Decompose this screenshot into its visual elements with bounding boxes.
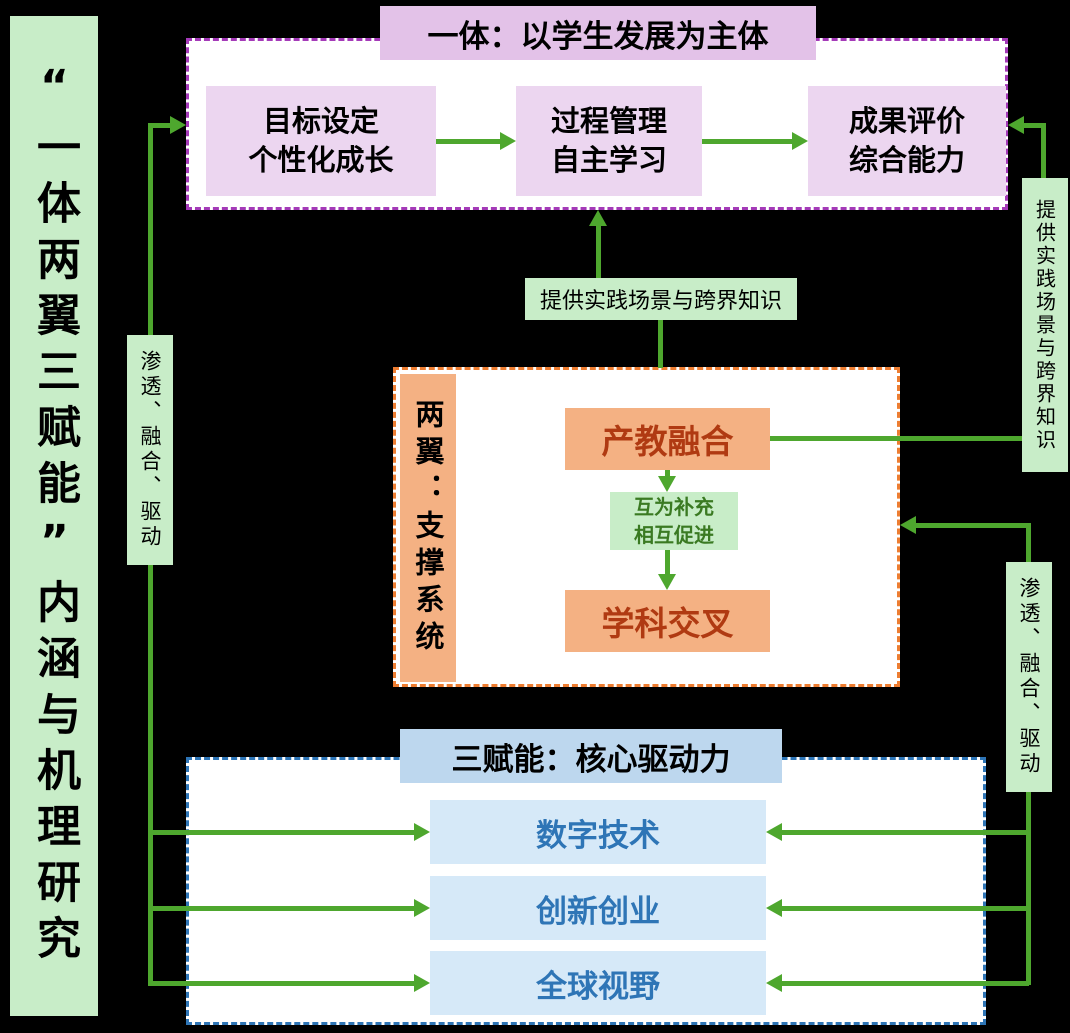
global-vision-label: 全球视野 xyxy=(536,968,660,1005)
connector-twowings-to-label xyxy=(658,320,663,368)
connector-right-into-global xyxy=(782,981,1029,986)
arrowhead-right-into-digital xyxy=(766,823,782,841)
main-title: “一体两翼三赋能”内涵与机理研究 xyxy=(29,61,80,971)
outcome-evaluation-line1: 成果评价 xyxy=(848,103,965,138)
arrowhead-left-into-digital xyxy=(414,823,430,841)
connector-into-twowings xyxy=(916,523,1029,528)
process-management-line2: 自主学习 xyxy=(550,143,667,177)
connector-label-to-onebody xyxy=(596,226,601,278)
practice-knowledge-label-horizontal: 提供实践场景与跨界知识 xyxy=(525,278,797,320)
outcome-evaluation-line2: 综合能力 xyxy=(848,143,965,177)
connector-right-into-innovation xyxy=(782,906,1029,911)
digital-technology-label: 数字技术 xyxy=(536,817,660,854)
permeate-right-text: 渗透、融合、驱动 xyxy=(1017,577,1041,777)
permeate-label-left: 渗透、融合、驱动 xyxy=(127,335,173,565)
connector-into-outcome xyxy=(1024,123,1044,128)
industry-education-label: 产教融合 xyxy=(601,422,734,461)
mutual-relation-line2: 相互促进 xyxy=(634,523,714,547)
arrowhead-right-into-innovation xyxy=(766,899,782,917)
process-management-box: 过程管理 自主学习 xyxy=(516,86,702,196)
mutual-relation-label: 互为补充 相互促进 xyxy=(610,492,738,550)
connector-goal-to-process xyxy=(436,139,502,144)
process-management-line1: 过程管理 xyxy=(550,103,667,138)
arrowhead-goal-to-process xyxy=(500,132,516,150)
arrowhead-label-to-onebody xyxy=(589,210,607,226)
connector-left-into-global xyxy=(148,981,414,986)
arrowhead-right-into-global xyxy=(766,974,782,992)
practice-knowledge-vertical-text: 提供实践场景与跨界知识 xyxy=(1032,198,1057,452)
connector-industry-right xyxy=(770,436,1047,441)
two-wings-side-label: 两翼：支撑系统 xyxy=(400,374,456,682)
goal-setting-box: 目标设定 个性化成长 xyxy=(206,86,436,196)
one-body-header-label: 一体：以学生发展为主体 xyxy=(427,18,769,55)
permeate-left-text: 渗透、融合、驱动 xyxy=(138,350,162,550)
arrowhead-left-into-innovation xyxy=(414,899,430,917)
innovation-entrepreneurship-label: 创新创业 xyxy=(536,893,660,930)
connector-left-into-onebody xyxy=(148,123,170,128)
mutual-relation-line1: 互为补充 xyxy=(634,495,714,519)
arrowhead-process-to-outcome xyxy=(792,132,808,150)
arrowhead-industry-to-relation xyxy=(658,476,676,492)
global-vision-box: 全球视野 xyxy=(430,951,766,1015)
industry-education-box: 产教融合 xyxy=(565,408,770,470)
main-title-banner: “一体两翼三赋能”内涵与机理研究 xyxy=(10,16,98,1016)
interdisciplinary-label: 学科交叉 xyxy=(601,604,734,643)
goal-setting-line2: 个性化成长 xyxy=(248,143,394,177)
arrowhead-into-twowings xyxy=(900,516,916,534)
practice-knowledge-horizontal-text: 提供实践场景与跨界知识 xyxy=(539,289,782,314)
goal-setting-line1: 目标设定 xyxy=(262,103,379,138)
practice-knowledge-label-vertical: 提供实践场景与跨界知识 xyxy=(1022,178,1068,472)
permeate-label-right: 渗透、融合、驱动 xyxy=(1006,562,1052,792)
arrowhead-relation-to-interdisciplinary xyxy=(658,574,676,590)
connector-relation-to-interdisciplinary xyxy=(665,550,670,576)
arrowhead-into-outcome xyxy=(1008,116,1024,134)
two-wings-side-label-text: 两翼：支撑系统 xyxy=(411,398,445,658)
arrowhead-left-into-onebody xyxy=(170,116,186,134)
connector-industry-to-relation xyxy=(665,470,670,478)
connector-process-to-outcome xyxy=(702,139,792,144)
outcome-evaluation-box: 成果评价 综合能力 xyxy=(808,86,1006,196)
connector-left-into-innovation xyxy=(148,906,414,911)
one-body-header: 一体：以学生发展为主体 xyxy=(380,6,816,60)
three-empowerment-header-label: 三赋能：核心驱动力 xyxy=(451,741,731,778)
innovation-entrepreneurship-box: 创新创业 xyxy=(430,876,766,940)
three-empowerment-header: 三赋能：核心驱动力 xyxy=(400,729,782,783)
arrowhead-left-into-global xyxy=(414,974,430,992)
connector-right-into-digital xyxy=(782,830,1029,835)
digital-technology-box: 数字技术 xyxy=(430,800,766,864)
interdisciplinary-box: 学科交叉 xyxy=(565,590,770,652)
connector-left-into-digital xyxy=(148,830,414,835)
